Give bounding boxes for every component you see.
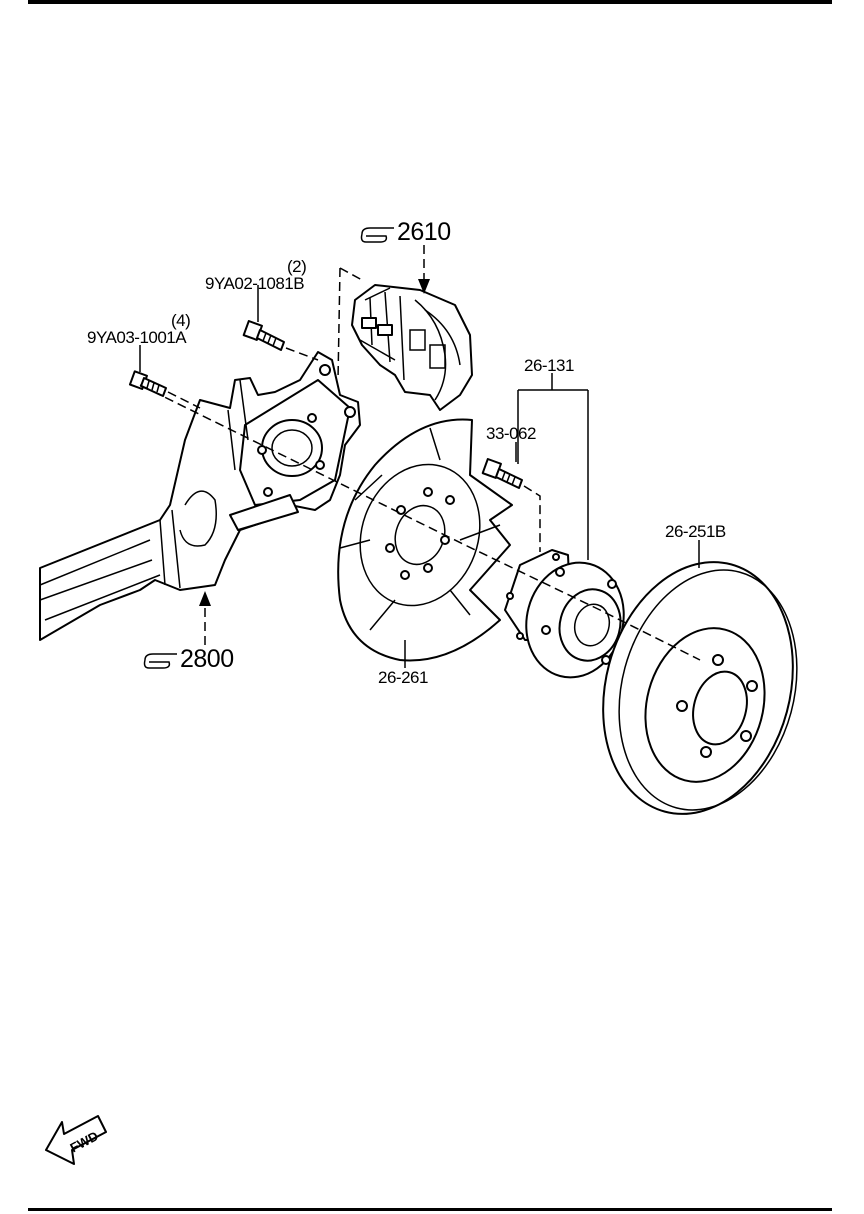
knuckle-arrowhead — [199, 591, 211, 606]
rear-knuckle[interactable] — [39, 351, 361, 641]
caliper-arrowhead — [418, 279, 430, 294]
leader-hub-bearing — [517, 373, 589, 560]
disc-rotor[interactable] — [576, 541, 823, 836]
hub-bolt-label[interactable]: 33-062 — [486, 424, 536, 443]
caliper-bolt-qty: (2) — [287, 257, 306, 276]
dust-shield[interactable] — [337, 418, 513, 662]
dust-shield-label[interactable]: 26-261 — [378, 668, 428, 687]
caliper-bolt-label[interactable]: 9YA02-1081B — [205, 274, 305, 293]
knuckle-bolt-label[interactable]: 9YA03-1001A — [87, 328, 188, 347]
caliper-bolt-dash — [285, 347, 319, 361]
ref-caliper-label[interactable]: 2610 — [397, 218, 451, 246]
assembly-axis — [139, 384, 701, 661]
brake-caliper[interactable] — [351, 284, 473, 411]
pointing-hand-icon — [143, 653, 177, 669]
fwd-arrow-icon: FWD — [45, 1115, 107, 1165]
knuckle-bolt[interactable] — [128, 370, 167, 397]
hub-bearing-label[interactable]: 26-131 — [524, 356, 574, 375]
disc-rotor-label[interactable]: 26-251B — [665, 522, 726, 541]
knuckle-bolt-qty: (4) — [171, 311, 190, 330]
hub-bolt-dash — [523, 485, 541, 552]
hub-bearing[interactable] — [504, 549, 636, 688]
caliper-bracket-dashes — [337, 267, 363, 381]
ref-knuckle-label[interactable]: 2800 — [180, 645, 234, 673]
bottom-rule — [28, 1208, 832, 1211]
knuckle-bolt-dash — [167, 391, 201, 409]
top-rule — [28, 0, 832, 4]
pointing-hand-icon — [360, 227, 394, 243]
hub-bolt[interactable] — [481, 458, 523, 489]
caliper-bolt[interactable] — [242, 320, 285, 351]
